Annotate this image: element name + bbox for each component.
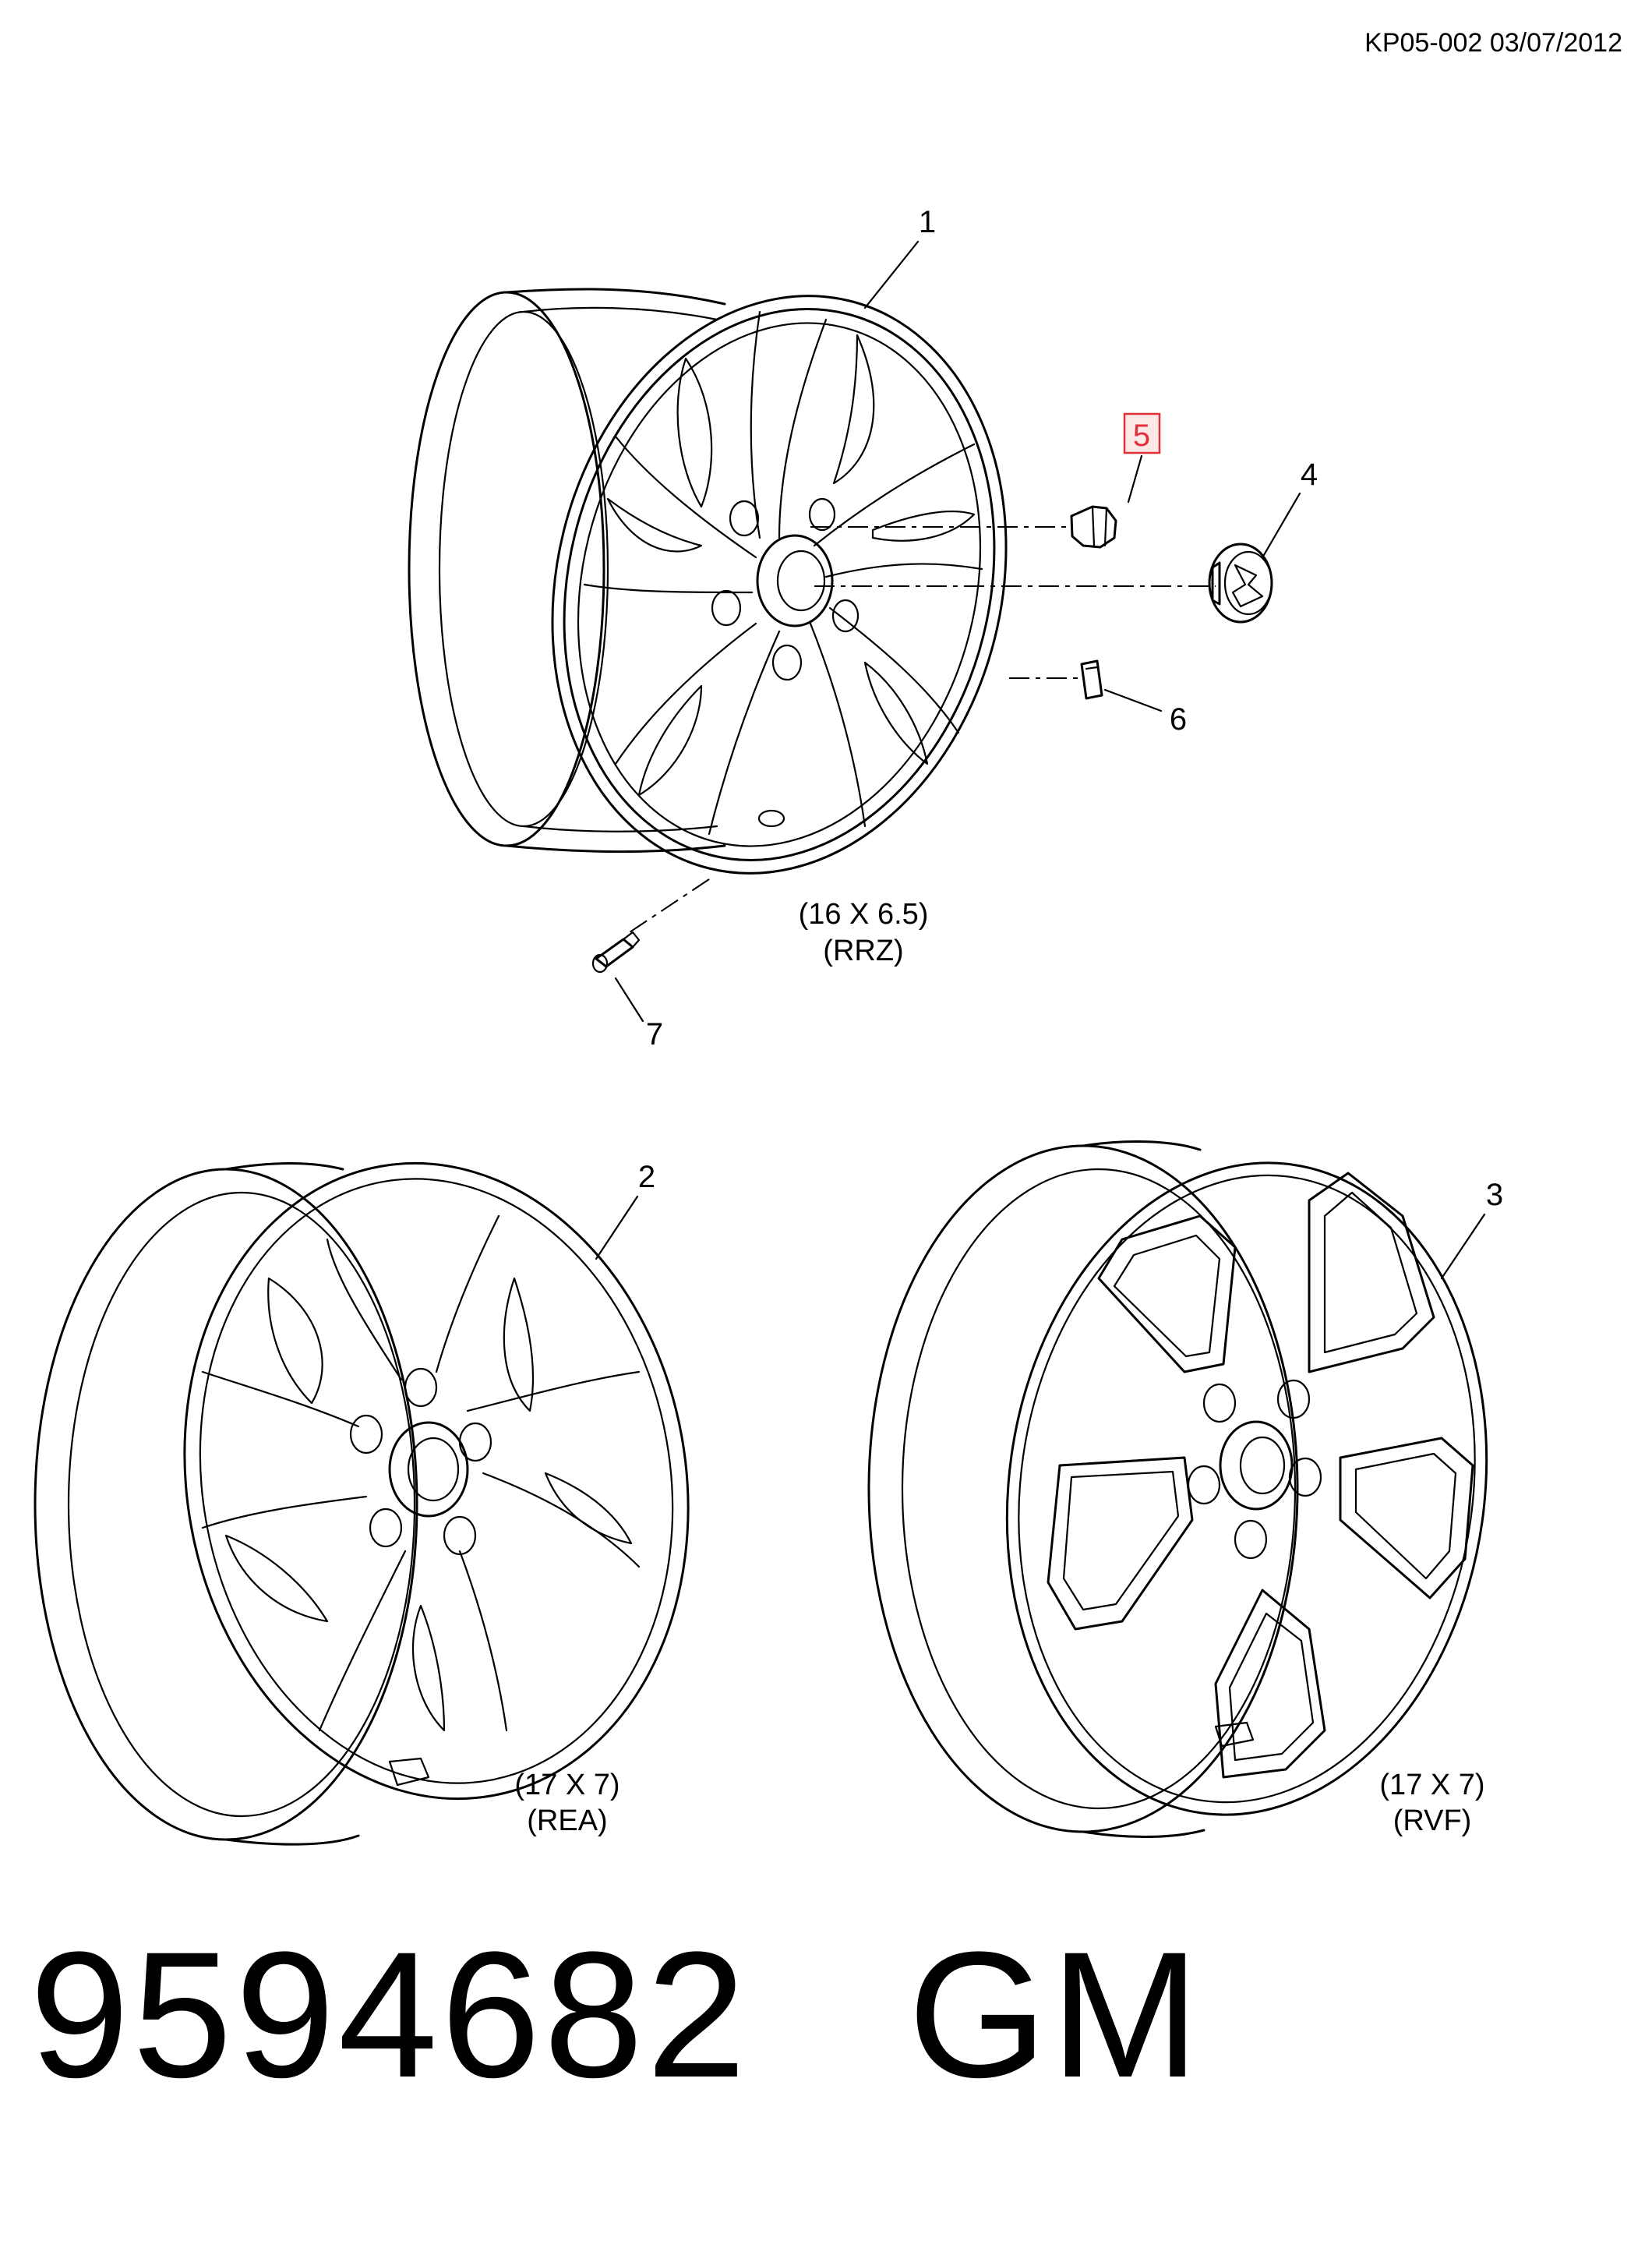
lug-nut-part [1070, 505, 1117, 549]
callout-5: 5 [1133, 419, 1150, 453]
wheel-right-size: (17 X 7) [1379, 1769, 1484, 1801]
callout-6: 6 [1170, 702, 1187, 737]
wheel-top-code: (RRZ) [823, 935, 903, 967]
part-number: 9594682 [30, 1914, 750, 2115]
balance-clip-part [1080, 659, 1103, 700]
doc-code: KP05-002 03/07/2012 [1364, 28, 1622, 58]
wheel-top-size: (16 X 6.5) [799, 898, 929, 931]
valve-stem-part [591, 931, 641, 974]
wheel-17x7-rvf [867, 1140, 1488, 1838]
footer-gap [749, 1914, 908, 2115]
callout-4: 4 [1301, 458, 1318, 492]
callout-1: 1 [919, 205, 936, 239]
callout-7: 7 [646, 1017, 663, 1052]
wheel-right-code: (RVF) [1393, 1804, 1472, 1837]
wheel-left-code: (REA) [527, 1804, 607, 1837]
center-cap-part [1208, 543, 1273, 624]
brand-name: GM [908, 1914, 1203, 2115]
callout-3: 3 [1486, 1178, 1503, 1212]
callout-2: 2 [638, 1160, 655, 1194]
part-number-footer: 9594682 GM [30, 1925, 1203, 2105]
wheel-16x6-5-rrz [408, 288, 1008, 875]
wheel-17x7-rea [34, 1161, 690, 1846]
wheel-left-size: (17 X 7) [514, 1769, 620, 1801]
callout-5-highlight [1123, 412, 1161, 454]
